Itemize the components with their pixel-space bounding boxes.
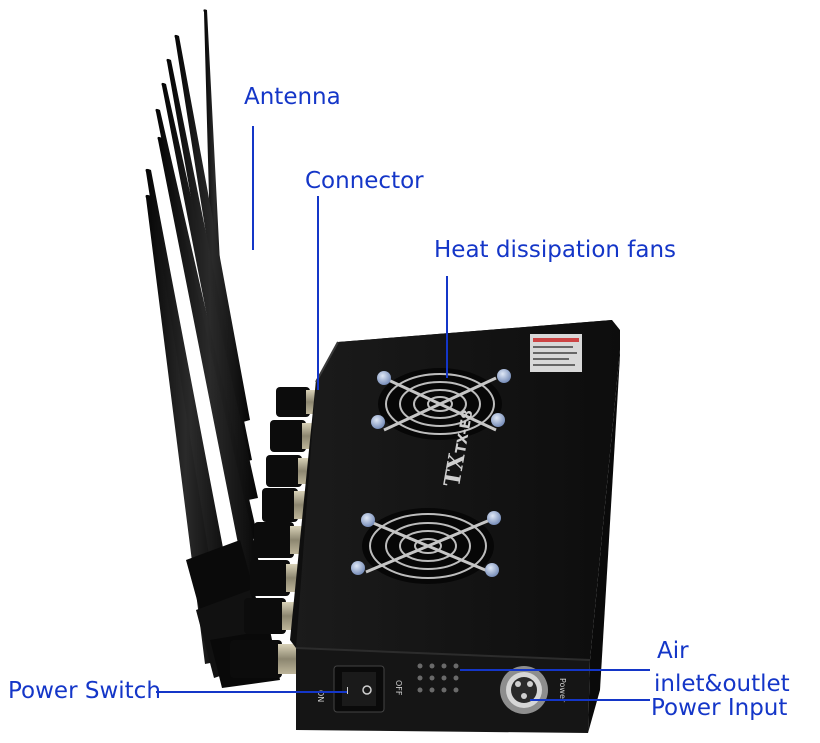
callout-lines: [156, 126, 650, 701]
label-inlet-outlet: inlet&outlet: [654, 671, 790, 697]
label-antenna: Antenna: [244, 84, 341, 110]
label-power-input: Power Input: [651, 695, 788, 721]
label-heat-fans: Heat dissipation fans: [434, 237, 677, 263]
spec-sticker: [530, 334, 582, 372]
switch-on-label: ON: [316, 690, 325, 702]
device-model: TX-E8: [453, 409, 476, 455]
device-branding: TX TX-E8: [439, 409, 476, 489]
antenna: [157, 136, 262, 579]
power-port-label: Power: [558, 678, 567, 703]
device-logo: TX: [439, 450, 471, 488]
antenna: [161, 82, 258, 501]
switch-off-label: OFF: [394, 680, 403, 696]
antenna: [145, 194, 226, 664]
antenna: [166, 58, 252, 463]
antenna: [155, 108, 258, 541]
label-power-switch: Power Switch: [8, 678, 161, 704]
heat-fan-bottom: [351, 508, 501, 584]
label-connector: Connector: [305, 168, 424, 194]
svg-text:I: I: [346, 686, 349, 697]
heat-fan-top: [371, 368, 511, 440]
air-vent: [417, 663, 459, 693]
label-air: Air: [657, 638, 689, 664]
antenna: [145, 168, 236, 620]
front-panel: ON OFF I Power: [316, 663, 567, 714]
antenna: [174, 34, 250, 424]
